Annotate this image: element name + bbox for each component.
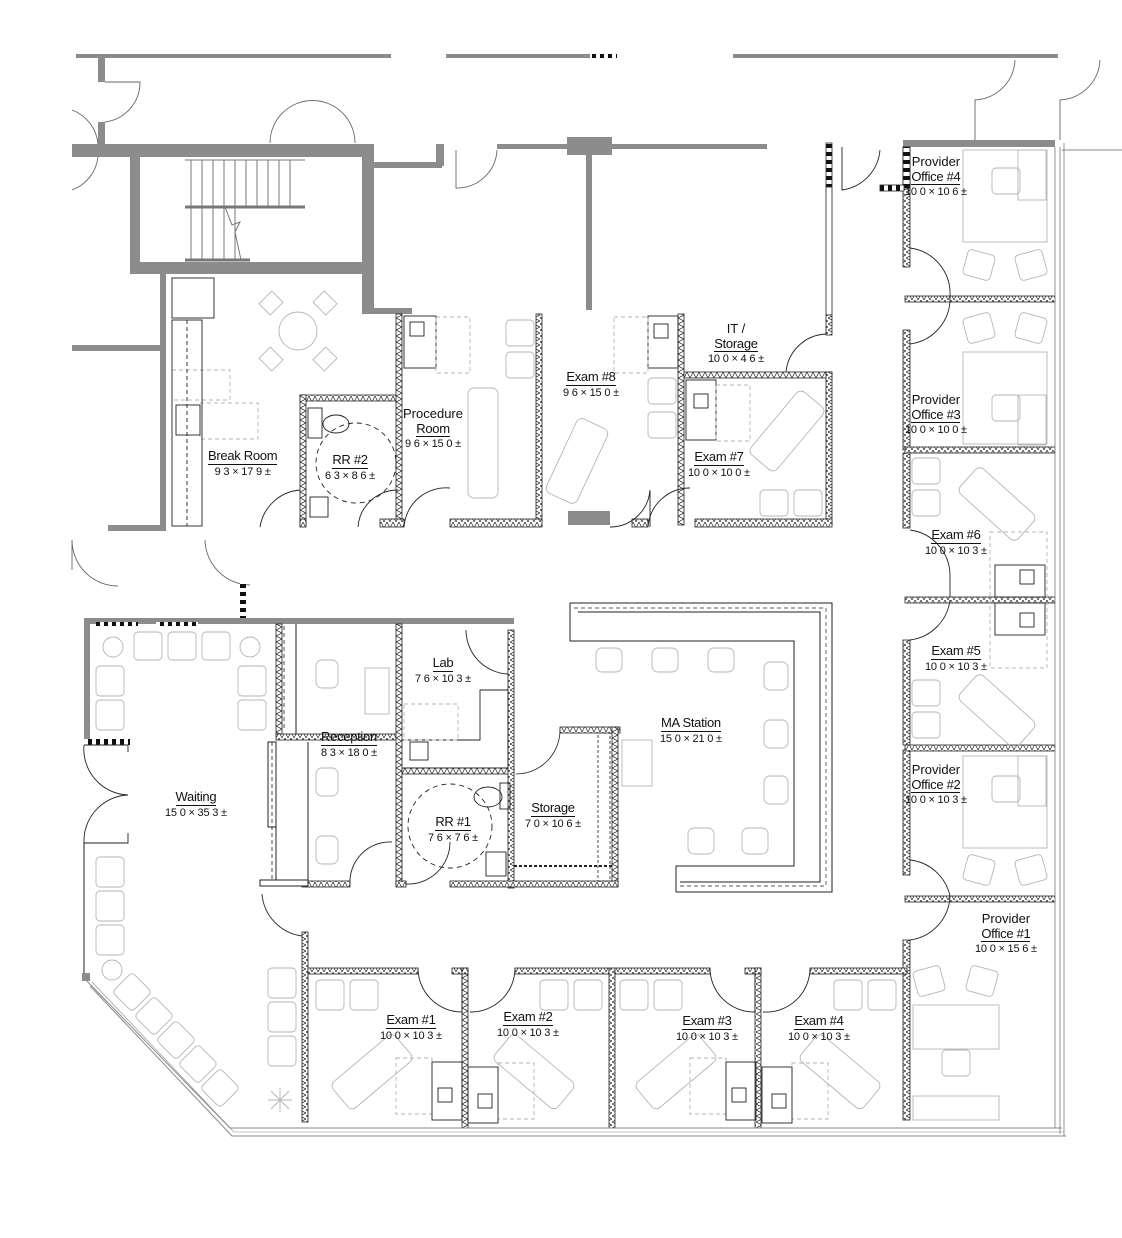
room-name: Office #2 bbox=[911, 776, 961, 794]
room-dimensions: 7 0 × 10 6 ± bbox=[525, 817, 581, 830]
room-name: Storage bbox=[714, 335, 758, 353]
room-dimensions: 9 6 × 15 0 ± bbox=[563, 386, 619, 399]
room-dimensions: 10 0 × 10 3 ± bbox=[905, 794, 967, 807]
room-dimensions: 15 0 × 35 3 ± bbox=[165, 806, 227, 819]
room-dimensions: 10 0 × 10 3 ± bbox=[788, 1030, 850, 1043]
room-dimensions: 10 0 × 10 3 ± bbox=[925, 660, 987, 673]
room-dimensions: 10 0 × 10 0 ± bbox=[905, 424, 967, 437]
room-name: Reception bbox=[321, 729, 377, 746]
top-doors bbox=[71, 59, 1101, 587]
room-dimensions: 7 6 × 10 3 ± bbox=[415, 672, 471, 685]
room-name: Break Room bbox=[208, 448, 278, 465]
room-dimensions: 10 0 × 4 6 ± bbox=[708, 353, 764, 366]
waiting-walls bbox=[82, 580, 1066, 1137]
room-name: RR #2 bbox=[332, 452, 368, 469]
room-name: Exam #8 bbox=[566, 369, 616, 386]
room-name: Exam #1 bbox=[386, 1012, 436, 1029]
room-dimensions: 10 0 × 10 3 ± bbox=[676, 1030, 738, 1043]
ma-station-counter bbox=[569, 602, 833, 893]
room-dimensions: 8 3 × 18 0 ± bbox=[321, 746, 377, 759]
room-dimensions: 10 0 × 10 3 ± bbox=[925, 544, 987, 557]
room-name: RR #1 bbox=[435, 814, 471, 831]
room-dimensions: 7 6 × 7 6 ± bbox=[428, 831, 479, 844]
room-dimensions: 15 0 × 21 0 ± bbox=[660, 732, 722, 745]
room-name: Office #4 bbox=[911, 168, 961, 186]
room-dimensions: 10 0 × 10 6 ± bbox=[905, 186, 967, 199]
room-name: Room bbox=[416, 420, 450, 438]
room-name: Exam #5 bbox=[931, 643, 981, 660]
room-name: Storage bbox=[531, 800, 575, 817]
room-dimensions: 10 0 × 15 6 ± bbox=[975, 943, 1037, 956]
furniture bbox=[95, 149, 1048, 1124]
room-name: Office #1 bbox=[981, 925, 1031, 943]
room-name: Office #3 bbox=[911, 406, 961, 424]
existing-walls bbox=[72, 54, 1058, 744]
room-dimensions: 10 0 × 10 0 ± bbox=[688, 466, 750, 479]
room-dimensions: 10 0 × 10 3 ± bbox=[497, 1026, 559, 1039]
room-dimensions: 6 3 × 8 6 ± bbox=[325, 469, 376, 482]
room-name: Exam #4 bbox=[794, 1013, 844, 1030]
room-name: MA Station bbox=[660, 715, 721, 732]
room-dimensions: 9 3 × 17 9 ± bbox=[214, 465, 271, 478]
room-name: Exam #7 bbox=[694, 449, 744, 466]
room-name: Exam #2 bbox=[503, 1009, 553, 1026]
room-dimensions: 9 6 × 15 0 ± bbox=[405, 438, 461, 451]
room-name: Exam #6 bbox=[931, 527, 981, 544]
room-name: Lab bbox=[432, 655, 454, 672]
east-exterior bbox=[1054, 143, 1122, 1136]
room-dimensions: 10 0 × 10 3 ± bbox=[380, 1029, 442, 1042]
room-name: Waiting bbox=[175, 789, 217, 806]
room-name: Exam #3 bbox=[682, 1013, 732, 1030]
stair bbox=[185, 159, 305, 262]
